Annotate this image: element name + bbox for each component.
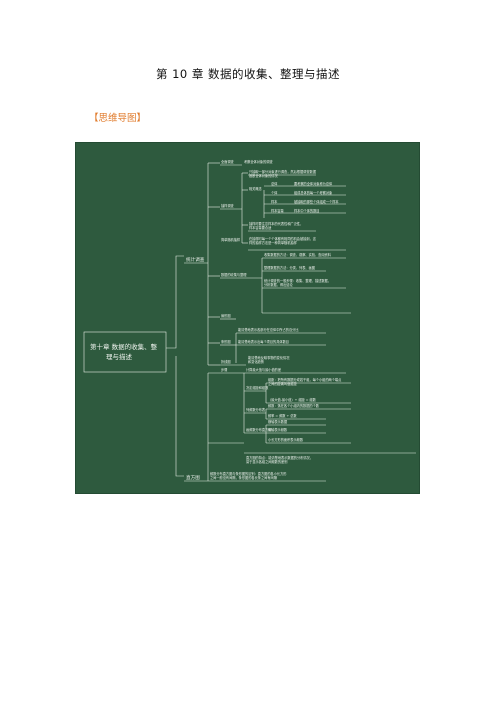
node-n4at: 要考察的全体对象称为总体 xyxy=(294,181,333,186)
node-n4c: 样本 xyxy=(271,199,278,204)
node-n3t2: 推断全体对象的情况 xyxy=(249,173,278,178)
node-h2t1: 组距：把所有数据分成若干组，每个小组的两个端点 xyxy=(268,377,342,382)
node-h4t1: 横轴表示数据 xyxy=(268,419,288,424)
node-h2: 决定组距和组数 xyxy=(246,385,269,390)
node-n7c2: 分析数据、得出结论 xyxy=(264,282,293,287)
section-label: 【思维导图】 xyxy=(89,113,147,124)
node-h4t3: 小长方形的面积表示频数 xyxy=(268,437,304,442)
connector-lines xyxy=(83,162,416,482)
node-h2t3: （最大值-最小值）÷ 组距 = 组数 xyxy=(268,397,317,402)
node-h5b: 易于显示各组之间频数的差别 xyxy=(246,459,287,464)
node-n4b: 个体 xyxy=(271,190,278,195)
node-h1t: 计算最大值与最小值的差 xyxy=(246,367,281,372)
node-n3t1: 只抽取一部分对象进行调查，然后根据调查数据 xyxy=(249,169,317,174)
root-box xyxy=(83,331,167,373)
node-n7b: 整理数据的方法：分类、列表、画图 xyxy=(264,265,315,270)
node-n4dt: 样本中个体的数目 xyxy=(294,208,320,213)
mindmap-board: 第十章 数据的收集、整 理与描述 统计调查 直方图 全面调查 考察全体对象的调查… xyxy=(75,142,420,494)
node-h6b: 之间一般没有间隔，条形图的各长条之间有间隔 xyxy=(210,475,278,480)
node-n4a: 总体 xyxy=(271,181,278,186)
node-h4t2: 纵轴表示频数 xyxy=(268,427,288,432)
node-n7c1: 统计调查的一般步骤：收集、整理、描述数据， xyxy=(264,278,331,283)
node-n6t1: 在抽样时每一个个体都有相同的机会被抽到，这 xyxy=(249,236,317,241)
node-n9: 条形图 xyxy=(221,339,231,344)
mindmap-svg: 第十章 数据的收集、整 理与描述 统计调查 直方图 全面调查 考察全体对象的调查… xyxy=(83,159,416,482)
node-n7: 数据的收集与整理 xyxy=(221,272,247,277)
node-h3t2: 频率 = 频数 ÷ 总数 xyxy=(268,413,297,418)
mindmap-labels: 第十章 数据的收集、整 理与描述 统计调查 直方图 全面调查 考察全体对象的调查… xyxy=(90,159,342,481)
node-n5a: 抽样时要注意样本的代表性和广泛性， xyxy=(249,221,303,226)
node-n4d: 样本容量 xyxy=(271,208,285,213)
node-n10t2: 和变化趋势 xyxy=(248,359,265,364)
node-h3t1: 频数：落在各个小组内的数据的个数 xyxy=(268,403,320,408)
node-n6: 简单随机抽样 xyxy=(221,237,241,242)
node-n8: 扇形图 xyxy=(221,313,231,318)
node-n6t2: 样的抽样方法是一种简单随机抽样 xyxy=(249,240,298,245)
node-h2t2: 之间的距离叫做组距 xyxy=(268,381,297,386)
node-n10: 折线图 xyxy=(221,359,231,364)
node-n5b: 样本容量要合适 xyxy=(249,225,272,230)
branch-stats: 统计调查 xyxy=(186,256,205,263)
node-h1: 步骤 xyxy=(221,367,228,372)
node-h6a: 频数分布直方图与条形图的区别：直方图的各小长方形 xyxy=(210,471,287,476)
root-line1: 第十章 数据的收集、整 xyxy=(90,342,158,351)
node-n1: 全面调查 xyxy=(221,159,235,164)
node-n9t: 能清楚地表示出每个项目的具体数目 xyxy=(238,339,289,344)
node-n8t: 能清楚地表示各部分在总体中所占的百分比 xyxy=(238,327,299,332)
root-line2: 理与描述 xyxy=(106,352,133,361)
node-n3: 抽样调查 xyxy=(221,203,235,208)
node-h4: 画频数分布直方图 xyxy=(246,427,272,432)
node-h3: 列频数分布表 xyxy=(246,407,266,412)
node-h5a: 直方图的特点：能清楚地表示数据的分布情况， xyxy=(246,455,313,460)
node-n10t1: 能清楚地反映事物的变化情况 xyxy=(248,355,290,360)
node-n4bt: 组成总体的每一个考察对象 xyxy=(294,190,333,195)
node-n1t: 考察全体对象的调查 xyxy=(244,159,273,164)
page-title: 第 10 章 数据的收集、整理与描述 xyxy=(155,67,341,81)
node-n4ct: 被抽取的那些个体组成一个样本 xyxy=(294,199,339,204)
node-n7a: 收集数据的方法：调查、观察、实验、查阅资料 xyxy=(264,252,332,257)
node-n4: 相关概念 xyxy=(249,186,263,191)
branch-hist: 直方图 xyxy=(186,474,200,481)
